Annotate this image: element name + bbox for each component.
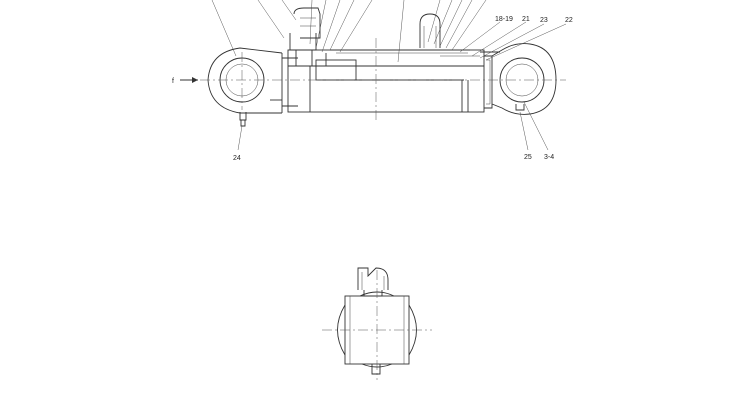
end-view-nipple [371,364,381,375]
callout-23: 23 [540,17,548,24]
port-fitting-right [419,13,441,48]
leader-3-4 [523,101,549,151]
cylinder-head-right [480,51,500,109]
callout-21: 21 [522,16,530,23]
leader-22 [485,23,567,61]
leader-23 [479,23,545,59]
end-view-bulge-left [337,304,346,356]
leader-25 [519,111,529,151]
callout-22: 22 [565,17,573,24]
cylinder-side-view: f 18-19 21 23 22 24 [172,0,573,162]
cylinder-barrel [287,49,485,113]
port-fitting-left [289,7,321,67]
grease-nipple-left [239,112,247,127]
cylinder-end-view [322,267,432,380]
leader-21 [471,21,527,57]
grease-nipple-right [515,104,525,111]
callout-3-4: 3-4 [544,154,554,161]
rod-eye-left [207,47,283,114]
rod-eye-right [491,43,557,115]
direction-label: f [172,78,174,85]
callout-18-19: 18-19 [495,16,513,23]
callout-24: 24 [233,155,241,162]
callout-25: 25 [524,154,532,161]
leader-18-19 [459,21,501,53]
leader-24 [237,125,243,151]
piston-rod-left [282,57,298,107]
leader-lines-top [211,0,487,63]
direction-arrow [180,77,198,83]
